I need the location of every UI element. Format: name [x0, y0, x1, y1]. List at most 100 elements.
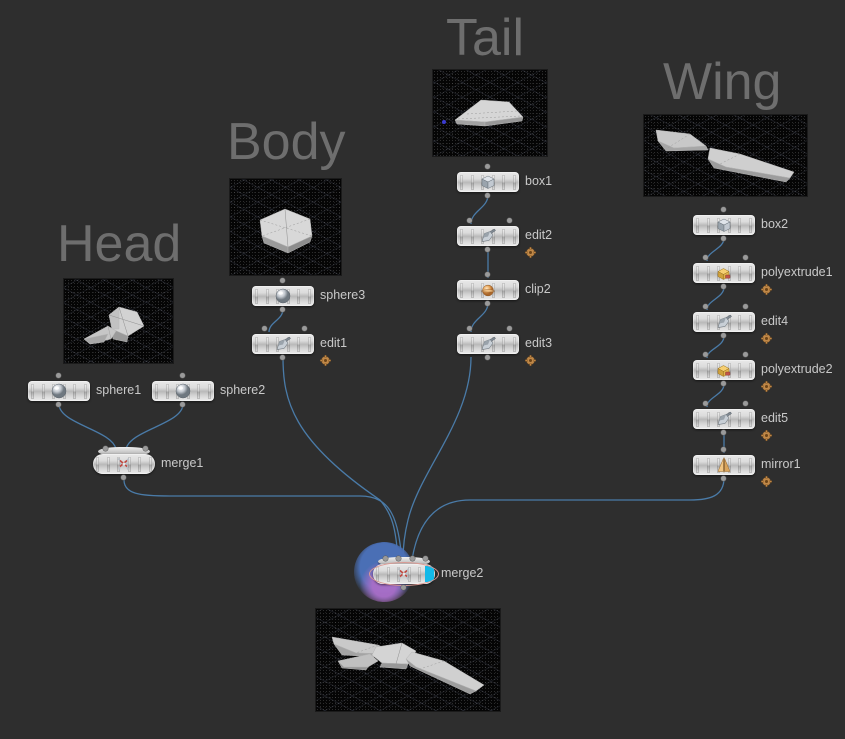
node-sphere3[interactable]: sphere3: [252, 278, 365, 312]
node-body[interactable]: [28, 381, 90, 401]
node-slat: [41, 383, 45, 399]
node-body[interactable]: [693, 360, 755, 380]
node-slats: [696, 457, 752, 473]
node-slat: [706, 411, 710, 427]
input-port[interactable]: [409, 556, 415, 561]
node-mirror1[interactable]: mirror1: [693, 447, 801, 487]
input-port[interactable]: [396, 556, 402, 561]
input-port[interactable]: [467, 218, 472, 223]
modified-gear-icon[interactable]: [761, 379, 772, 392]
node-sphere2[interactable]: sphere2: [152, 373, 265, 407]
node-slat: [706, 362, 710, 378]
input-port[interactable]: [743, 255, 748, 260]
output-port[interactable]: [401, 585, 406, 590]
node-edit4[interactable]: edit4: [693, 304, 788, 344]
node-slat: [470, 336, 474, 352]
wing-geometry: [655, 129, 795, 183]
node-body[interactable]: [93, 454, 155, 474]
node-body[interactable]: [693, 263, 755, 283]
input-port[interactable]: [302, 326, 307, 331]
output-port[interactable]: [721, 333, 726, 338]
modified-gear-icon[interactable]: [525, 245, 536, 258]
input-port[interactable]: [507, 218, 512, 223]
modified-gear-icon[interactable]: [320, 353, 331, 366]
node-slat: [207, 383, 211, 399]
output-port[interactable]: [56, 402, 61, 407]
input-port[interactable]: [703, 255, 708, 260]
node-body[interactable]: [693, 312, 755, 332]
input-port[interactable]: [485, 164, 490, 169]
input-port[interactable]: [56, 373, 61, 378]
node-clip2[interactable]: clip2: [457, 272, 551, 306]
output-port[interactable]: [485, 247, 490, 252]
node-edit1[interactable]: edit1: [252, 326, 347, 366]
node-merge2[interactable]: merge2: [354, 542, 483, 602]
node-body[interactable]: [457, 334, 519, 354]
modified-gear-icon[interactable]: [761, 331, 772, 344]
input-port[interactable]: [383, 556, 388, 561]
node-body[interactable]: [457, 280, 519, 300]
node-box1[interactable]: box1: [457, 164, 552, 198]
input-port[interactable]: [743, 401, 748, 406]
input-port[interactable]: [703, 352, 708, 357]
output-port[interactable]: [721, 284, 726, 289]
output-port[interactable]: [721, 381, 726, 386]
node-slat: [738, 217, 742, 233]
input-port[interactable]: [721, 447, 726, 452]
node-body[interactable]: [252, 286, 314, 306]
output-port[interactable]: [280, 307, 285, 312]
output-port[interactable]: [721, 476, 726, 481]
node-label-box1: box1: [525, 174, 553, 188]
node-body[interactable]: [693, 455, 755, 475]
input-port[interactable]: [280, 278, 285, 283]
input-port[interactable]: [262, 326, 267, 331]
node-body[interactable]: [693, 409, 755, 429]
output-port[interactable]: [180, 402, 185, 407]
input-port[interactable]: [743, 352, 748, 357]
input-port[interactable]: [721, 207, 726, 212]
node-polyextrude1[interactable]: polyextrude1: [693, 255, 833, 295]
modified-gear-icon[interactable]: [761, 474, 772, 487]
node-slat: [738, 265, 742, 281]
input-port[interactable]: [703, 304, 708, 309]
input-port[interactable]: [423, 556, 428, 561]
input-port[interactable]: [507, 326, 512, 331]
node-slat: [197, 383, 201, 399]
node-label-mirror1: mirror1: [761, 457, 801, 471]
modified-gear-icon[interactable]: [761, 428, 772, 441]
output-port[interactable]: [721, 236, 726, 241]
output-port[interactable]: [485, 193, 490, 198]
node-body[interactable]: [457, 172, 519, 192]
node-body[interactable]: [252, 334, 314, 354]
node-edit3[interactable]: edit3: [457, 326, 552, 366]
node-box2[interactable]: box2: [693, 207, 788, 241]
output-port[interactable]: [721, 430, 726, 435]
modified-gear-icon[interactable]: [525, 353, 536, 366]
output-port[interactable]: [485, 355, 490, 360]
node-merge1[interactable]: merge1: [93, 446, 203, 480]
node-polyextrude2[interactable]: polyextrude2: [693, 352, 833, 392]
node-sphere1[interactable]: sphere1: [28, 373, 141, 407]
input-port[interactable]: [703, 401, 708, 406]
node-body[interactable]: [457, 226, 519, 246]
input-port[interactable]: [485, 272, 490, 277]
modified-gear-icon[interactable]: [761, 282, 772, 295]
node-body[interactable]: [373, 564, 435, 584]
output-port[interactable]: [121, 475, 126, 480]
display-flag[interactable]: [425, 566, 434, 582]
node-edit2[interactable]: edit2: [457, 218, 552, 258]
node-edit5[interactable]: edit5: [693, 401, 788, 441]
node-slat: [727, 314, 731, 330]
input-port[interactable]: [180, 373, 185, 378]
input-port[interactable]: [467, 326, 472, 331]
output-port[interactable]: [485, 301, 490, 306]
input-port[interactable]: [143, 446, 148, 451]
input-port[interactable]: [103, 446, 108, 451]
node-slat: [717, 314, 721, 330]
output-port[interactable]: [280, 355, 285, 360]
node-body[interactable]: [693, 215, 755, 235]
node-body[interactable]: [152, 381, 214, 401]
group-title-wing: Wing: [663, 53, 782, 111]
input-port[interactable]: [743, 304, 748, 309]
